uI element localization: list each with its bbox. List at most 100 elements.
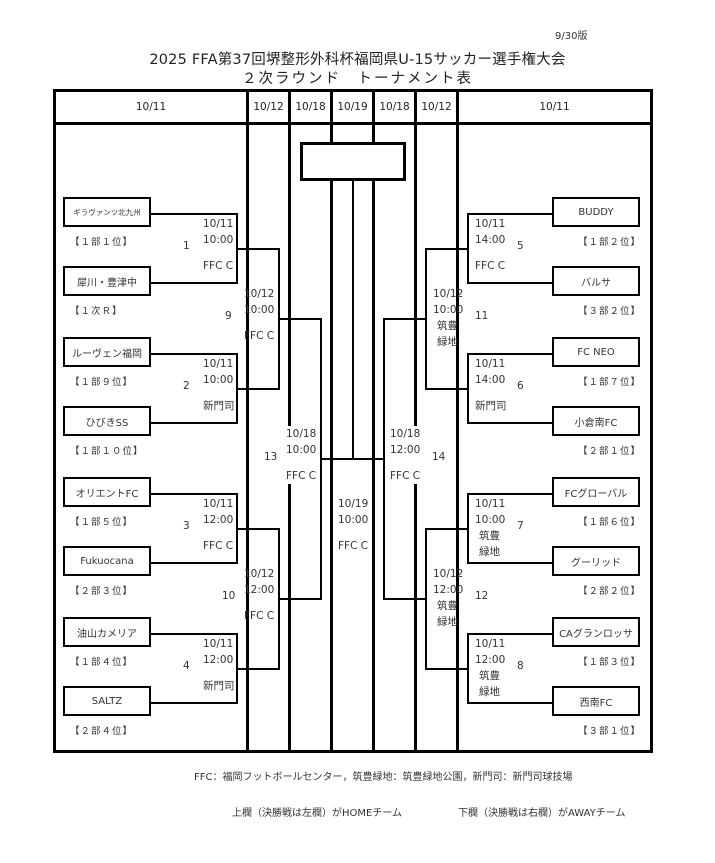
bracket-line [151,213,237,215]
page-title: 2025 FFA第37回堺整形外科杯福岡県U-15サッカー選手権大会 [149,52,566,68]
team-box: ギラヴァンツ北九州 [63,197,151,227]
team-rank: 【１部４位】 [70,657,134,668]
header-date-final: 10/19 [337,101,368,113]
bracket-line [467,282,553,284]
bracket-line [467,493,553,495]
page-subtitle: ２次ラウンド トーナメント表 [242,71,473,87]
match-info: 10/12 10:00 筑豊 緑地 [433,286,463,350]
match-time: 10:00 [244,304,275,316]
match-time: 10:00 [203,374,234,386]
match-info: 10/11 10:00 新門司 [203,356,235,414]
match-venue: 緑地 [479,546,500,558]
match-venue: FFC C [286,470,317,482]
match-time: 12:00 [203,654,234,666]
match-venue: FFC C [244,330,275,342]
match-info: 10/11 12:00 FFC C [203,496,233,554]
match-info: 10/18 10:00 FFC C [286,426,317,484]
match-number: 1 [183,240,190,252]
bracket-line [467,213,553,215]
match-date: 10/12 [433,288,464,300]
match-time: 12:00 [203,514,234,526]
bracket-line [151,562,237,564]
bracket-line [467,422,553,424]
bracket-line [467,702,553,704]
match-date: 10/19 [338,498,369,510]
match-time: 10:00 [286,444,317,456]
match-date: 10/11 [203,218,234,230]
match-venue: 新門司 [475,400,507,412]
home-legend: 上欄（決勝戦は左欄）がHOMEチーム [232,808,403,819]
bracket-line [425,528,469,530]
team-box: CAグランロッサ [552,617,640,647]
match-venue: 筑豊 [437,320,458,332]
team-box: 油山カメリア [63,617,151,647]
match-info: 10/12 12:00 筑豊 緑地 [433,566,463,630]
header-date-round2-left: 10/12 [253,101,284,113]
team-box: ひびきSS [63,406,151,436]
final-match-info: 10/19 10:00 FFC C [338,496,369,554]
match-time: 10:00 [475,514,506,526]
team-rank: 【２部４位】 [70,726,134,737]
match-venue: FFC C [338,540,369,552]
team-rank: 【２部３位】 [70,586,134,597]
match-number: 7 [517,520,524,532]
bracket-line [425,248,469,250]
match-date: 10/11 [475,358,506,370]
match-number: 10 [222,590,236,602]
match-venue: 筑豊 [479,670,500,682]
match-time: 10:00 [338,514,369,526]
match-venue: FFC C [475,260,506,272]
column-divider [372,89,375,753]
match-number: 11 [475,310,489,322]
bracket-line [236,388,280,390]
match-date: 10/11 [475,218,506,230]
match-venue: 新門司 [203,680,235,692]
header-date-semi-right: 10/18 [379,101,410,113]
match-info: 10/11 14:00 FFC C [475,216,505,274]
header-date-round1-right: 10/11 [539,101,570,113]
match-venue: 新門司 [203,400,235,412]
bracket-line [151,282,237,284]
match-time: 10:00 [203,234,234,246]
column-divider [414,89,417,753]
bracket-line [467,633,553,635]
team-rank: 【１部６位】 [578,517,642,528]
match-date: 10/12 [244,288,275,300]
column-divider [456,89,459,753]
bracket-line [236,528,280,530]
bracket-line [383,598,427,600]
match-info: 10/11 10:00 筑豊 緑地 [475,496,505,560]
team-rank: 【２部１位】 [578,446,642,457]
match-venue: FFC C [244,610,275,622]
match-number: 6 [517,380,524,392]
bracket-line [151,702,237,704]
bracket-line [278,318,322,320]
team-box: FC NEO [552,337,640,367]
match-venue: FFC C [203,540,234,552]
team-box: ルーヴェン福岡 [63,337,151,367]
match-time: 14:00 [475,234,506,246]
match-date: 10/12 [433,568,464,580]
champion-box [300,142,406,181]
venue-legend: FFC：福岡フットボールセンター，筑豊緑地：筑豊緑地公園，新門司：新門司球技場 [194,772,573,783]
team-rank: 【２部２位】 [578,586,642,597]
header-divider [53,122,653,125]
bracket-line [320,458,355,460]
match-venue: 筑豊 [479,530,500,542]
match-time: 12:00 [475,654,506,666]
team-rank: 【３部２位】 [578,306,642,317]
bracket-frame [53,89,653,753]
match-date: 10/11 [475,638,506,650]
team-box: 犀川・豊津中 [63,266,151,296]
match-info: 10/11 10:00 FFC C [203,216,233,274]
bracket-line [236,248,280,250]
match-number: 12 [475,590,489,602]
header-date-round1-left: 10/11 [135,101,167,113]
match-venue: 緑地 [437,336,458,348]
version-label: 9/30版 [555,31,588,42]
team-rank: 【３部１位】 [578,726,642,737]
match-info: 10/12 10:00 FFC C [244,286,274,344]
match-number: 2 [183,380,190,392]
match-time: 14:00 [475,374,506,386]
match-number: 5 [517,240,524,252]
